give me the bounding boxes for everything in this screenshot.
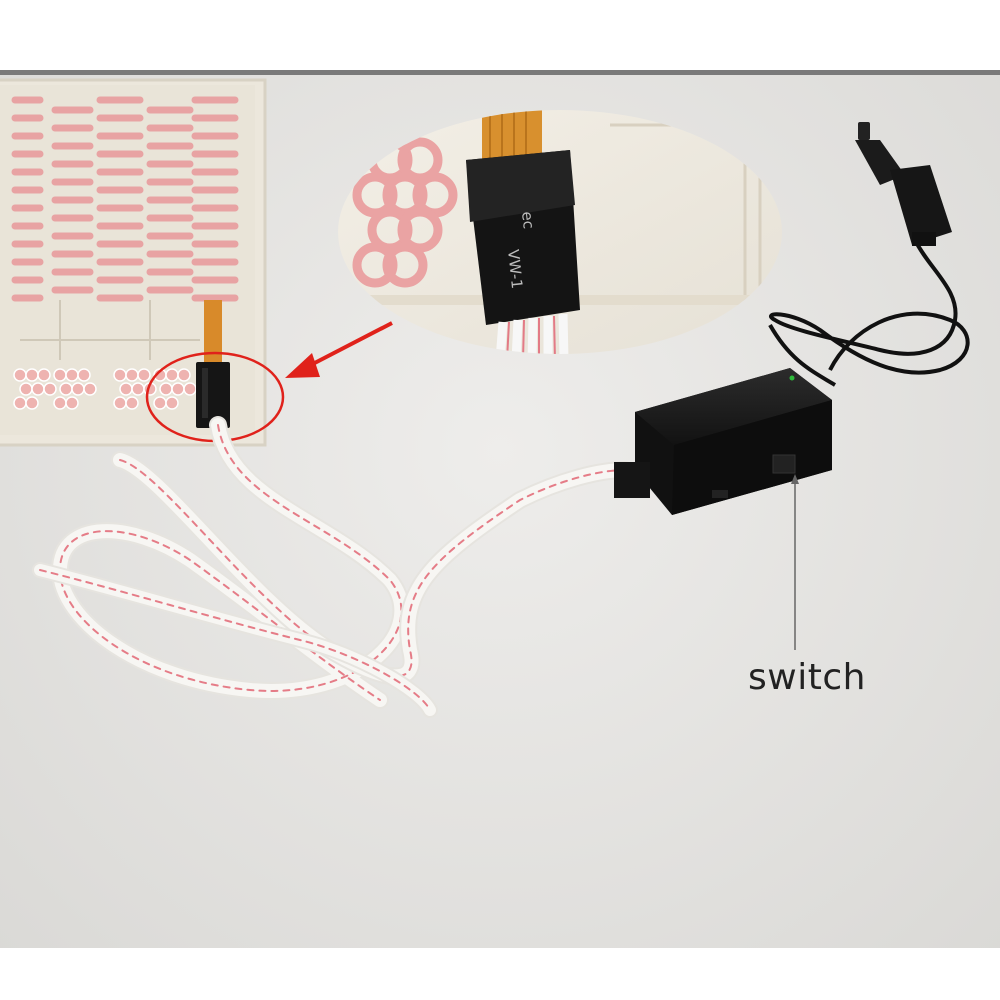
power-cord bbox=[768, 239, 970, 387]
heating-comb-cell bbox=[77, 368, 91, 382]
heating-comb-cell bbox=[53, 396, 67, 410]
heating-comb-cell bbox=[137, 368, 151, 382]
connector-print-line1: ec bbox=[518, 211, 538, 230]
top-border-line bbox=[0, 70, 1000, 75]
heating-comb-cell bbox=[71, 382, 85, 396]
zoom-inset: ec VW-1 bbox=[338, 110, 782, 354]
heating-comb-cell bbox=[165, 368, 179, 382]
heating-comb-cell bbox=[83, 382, 97, 396]
heating-comb-cell bbox=[171, 382, 185, 396]
heating-comb-cell bbox=[59, 382, 73, 396]
heating-comb-cell bbox=[19, 382, 33, 396]
heating-comb-cell bbox=[37, 368, 51, 382]
ribbon-cable bbox=[32, 416, 634, 718]
heating-comb-cell bbox=[65, 368, 79, 382]
heating-comb-cell bbox=[113, 396, 127, 410]
heating-comb-cell bbox=[119, 382, 133, 396]
arrow-icon bbox=[285, 321, 393, 378]
heating-comb-cell bbox=[131, 382, 145, 396]
heating-comb-cell bbox=[43, 382, 57, 396]
heating-comb-cell bbox=[13, 396, 27, 410]
heating-comb-cell bbox=[165, 396, 179, 410]
car-plug bbox=[855, 122, 952, 246]
heating-comb-cell bbox=[153, 396, 167, 410]
heating-comb-cell bbox=[183, 382, 197, 396]
heating-comb-cell bbox=[159, 382, 173, 396]
heating-comb-cell bbox=[31, 382, 45, 396]
heating-comb-cell bbox=[13, 368, 27, 382]
heating-comb-cell bbox=[125, 368, 139, 382]
heating-comb-cell bbox=[113, 368, 127, 382]
heating-comb-cell bbox=[53, 368, 67, 382]
heating-comb-cell bbox=[65, 396, 79, 410]
switch-pointer bbox=[791, 474, 799, 650]
heating-comb-cell bbox=[25, 368, 39, 382]
heating-comb-cell bbox=[177, 368, 191, 382]
switch-label: switch bbox=[748, 657, 866, 698]
status-led bbox=[789, 375, 795, 381]
heating-comb-cell bbox=[25, 396, 39, 410]
heating-comb-cell bbox=[125, 396, 139, 410]
controller-box bbox=[614, 368, 832, 515]
power-switch[interactable] bbox=[772, 454, 796, 474]
connector-print-line2: VW-1 bbox=[504, 249, 526, 290]
